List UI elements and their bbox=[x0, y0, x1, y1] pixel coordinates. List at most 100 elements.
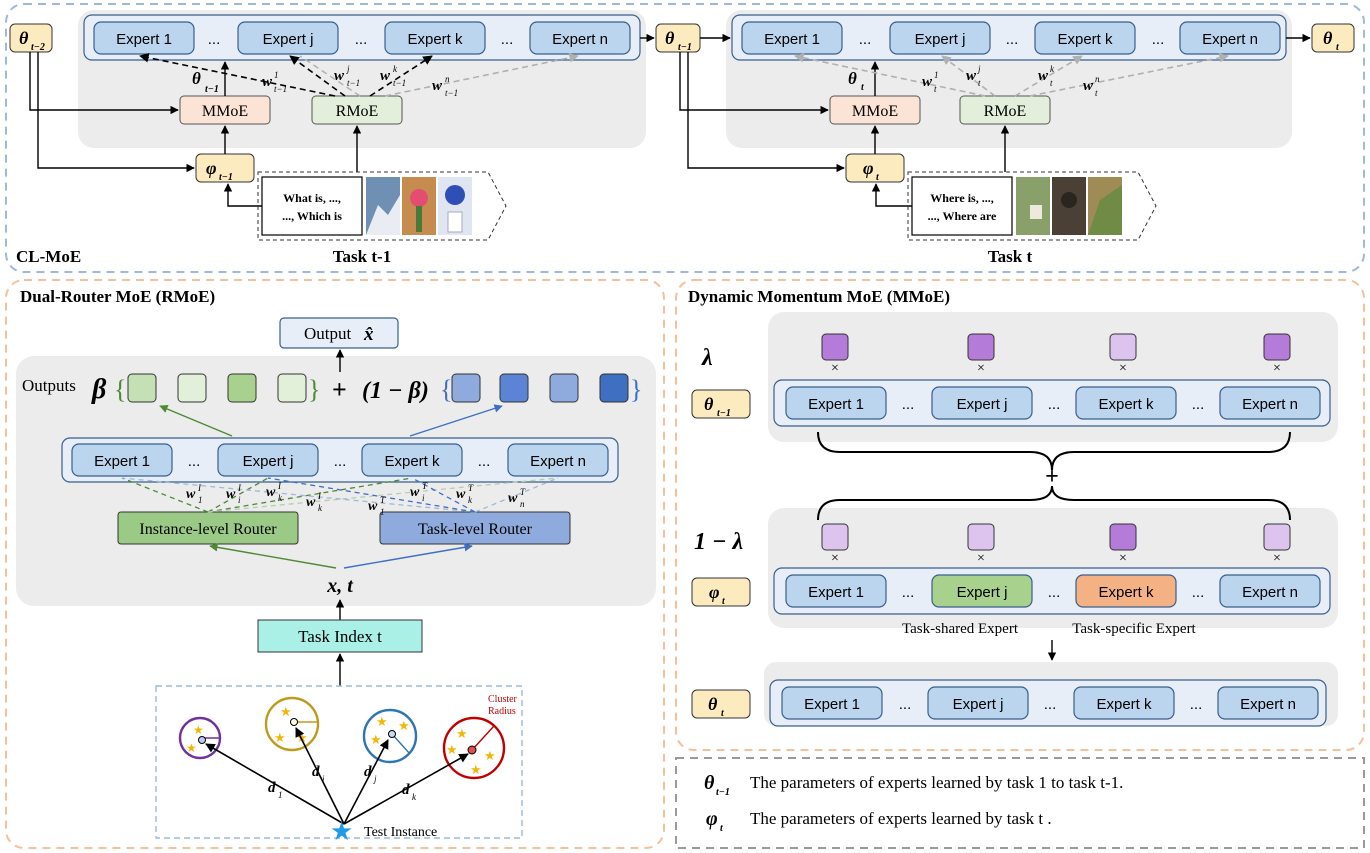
weight-sub: t−1 bbox=[347, 78, 360, 88]
ellipsis: ... bbox=[1192, 396, 1205, 413]
weight-sup: I bbox=[317, 491, 322, 501]
times-sign: × bbox=[977, 551, 985, 566]
brace: { bbox=[440, 375, 452, 404]
ellipsis: ... bbox=[1044, 696, 1057, 713]
star-icon: ★ bbox=[484, 748, 496, 763]
rmoe-box-cur bbox=[959, 95, 1051, 125]
prev-experts: Expert 1 ... Expert j ... Expert k ... E… bbox=[93, 21, 631, 55]
cl-moe-frame bbox=[5, 3, 1365, 273]
expert-label: Expert n bbox=[1242, 396, 1298, 413]
phi-box bbox=[691, 577, 751, 607]
image-thumb-detail bbox=[445, 185, 465, 205]
cluster-1: ★ ★ bbox=[178, 716, 222, 760]
distance-sub: i bbox=[322, 774, 325, 784]
legend-symbol: θ bbox=[704, 772, 715, 794]
weights-cur: w 1 t w j t w k t w n t bbox=[922, 64, 1100, 98]
expert-box bbox=[785, 386, 887, 420]
expert-label: Expert k bbox=[1098, 584, 1154, 601]
expert-box bbox=[889, 21, 991, 55]
ellipsis: ... bbox=[1048, 584, 1061, 601]
ellipsis: ... bbox=[902, 396, 915, 413]
weight-arrow bbox=[207, 477, 559, 513]
cluster-3: ★ ★ ★ bbox=[362, 708, 418, 764]
test-instance-star-icon: ★ bbox=[330, 817, 353, 846]
times-sign: × bbox=[1273, 361, 1281, 376]
output-label: Output bbox=[304, 324, 352, 343]
legend-text: The parameters of experts learned by tas… bbox=[750, 809, 1052, 828]
legend-subscript: t bbox=[720, 823, 724, 834]
expert-label: Expert n bbox=[1240, 696, 1296, 713]
expert-box bbox=[237, 21, 339, 55]
task-index-box bbox=[257, 619, 423, 653]
theta-t-box bbox=[691, 689, 751, 719]
star-icon: ★ bbox=[274, 730, 286, 745]
theta-symbol: θ bbox=[1323, 28, 1333, 48]
weight-sup: I bbox=[237, 483, 242, 493]
task-input-frame bbox=[907, 171, 1157, 241]
cluster-radius-line bbox=[391, 733, 411, 755]
phi-symbol: φ bbox=[206, 158, 217, 178]
output-square bbox=[277, 373, 307, 403]
output-square bbox=[177, 373, 207, 403]
weight-arrow bbox=[369, 55, 433, 97]
cur-experts: Expert 1 ... Expert j ... Expert k ... E… bbox=[741, 21, 1281, 55]
times-sign: × bbox=[977, 361, 985, 376]
task-input-frame bbox=[257, 171, 507, 241]
distance-arrow bbox=[295, 727, 345, 825]
expert-label: Expert n bbox=[552, 31, 608, 48]
weight-base: w bbox=[262, 74, 273, 90]
task-prev-input: What is, ..., ..., Which is bbox=[257, 171, 507, 241]
rmoe-label: RMoE bbox=[984, 103, 1027, 120]
weight-sup: n bbox=[1095, 74, 1100, 84]
legend: θ t−1 The parameters of experts learned … bbox=[704, 772, 1123, 834]
ellipsis: ... bbox=[188, 453, 201, 470]
brace: } bbox=[308, 375, 320, 404]
ellipsis: ... bbox=[1006, 31, 1019, 48]
weight-sub: k bbox=[468, 495, 473, 505]
output-symbol: x̂ bbox=[363, 324, 374, 345]
lambda-weights: × × × × bbox=[821, 333, 1291, 376]
ellipsis: ... bbox=[501, 31, 514, 48]
times-sign: × bbox=[831, 361, 839, 376]
cl-moe-label: CL-MoE bbox=[16, 247, 81, 266]
image-thumbnails bbox=[366, 177, 472, 235]
question-line: ..., Which is bbox=[282, 209, 342, 223]
weight-base: w bbox=[334, 68, 345, 84]
theta-symbol: θ bbox=[665, 28, 675, 48]
mmoe-title: Dynamic Momentum MoE (MMoE) bbox=[688, 287, 950, 306]
ellipsis: ... bbox=[1152, 31, 1165, 48]
weight-base: w bbox=[226, 487, 236, 502]
expert-box bbox=[785, 574, 887, 608]
mmoe-result-experts: Expert 1 ... Expert j ... Expert k ... E… bbox=[781, 686, 1319, 720]
task-weights: w T 1 w T i w T k w T n bbox=[368, 481, 526, 517]
theta-t-box bbox=[1311, 23, 1355, 53]
image-thumb-detail bbox=[366, 195, 400, 235]
output-square bbox=[127, 373, 157, 403]
legend-symbol: φ bbox=[706, 808, 718, 830]
expert-label: Expert j bbox=[957, 584, 1008, 601]
one-minus-lambda-weights: × × × × bbox=[821, 523, 1291, 566]
cluster-2: ★ ★ ★ bbox=[264, 696, 320, 752]
arrow bbox=[409, 404, 503, 437]
legend-text: The parameters of experts learned by tas… bbox=[750, 773, 1123, 792]
times-sign: × bbox=[1119, 361, 1127, 376]
ellipsis: ... bbox=[478, 453, 491, 470]
ellipsis: ... bbox=[208, 31, 221, 48]
brace: { bbox=[114, 375, 126, 404]
output-square bbox=[599, 373, 629, 403]
weight-square bbox=[1109, 523, 1137, 551]
phi-subscript: t bbox=[722, 596, 726, 607]
image-thumb-detail bbox=[416, 206, 422, 232]
expert-label: Expert 1 bbox=[808, 396, 864, 413]
expert-label: Expert 1 bbox=[116, 31, 172, 48]
mmoe-result-expert-row bbox=[769, 679, 1327, 727]
weight-arrow bbox=[299, 55, 361, 97]
rmoe-frame bbox=[5, 279, 665, 849]
mmoe-label: MMoE bbox=[852, 103, 898, 120]
one-minus-beta: (1 − β) bbox=[362, 378, 429, 404]
arrow bbox=[29, 52, 179, 115]
expert-label: Expert k bbox=[1096, 696, 1152, 713]
task-cur-input: Where is, ..., ..., Where are bbox=[907, 171, 1157, 241]
expert-box bbox=[1219, 386, 1321, 420]
distance-arrow bbox=[343, 753, 469, 825]
